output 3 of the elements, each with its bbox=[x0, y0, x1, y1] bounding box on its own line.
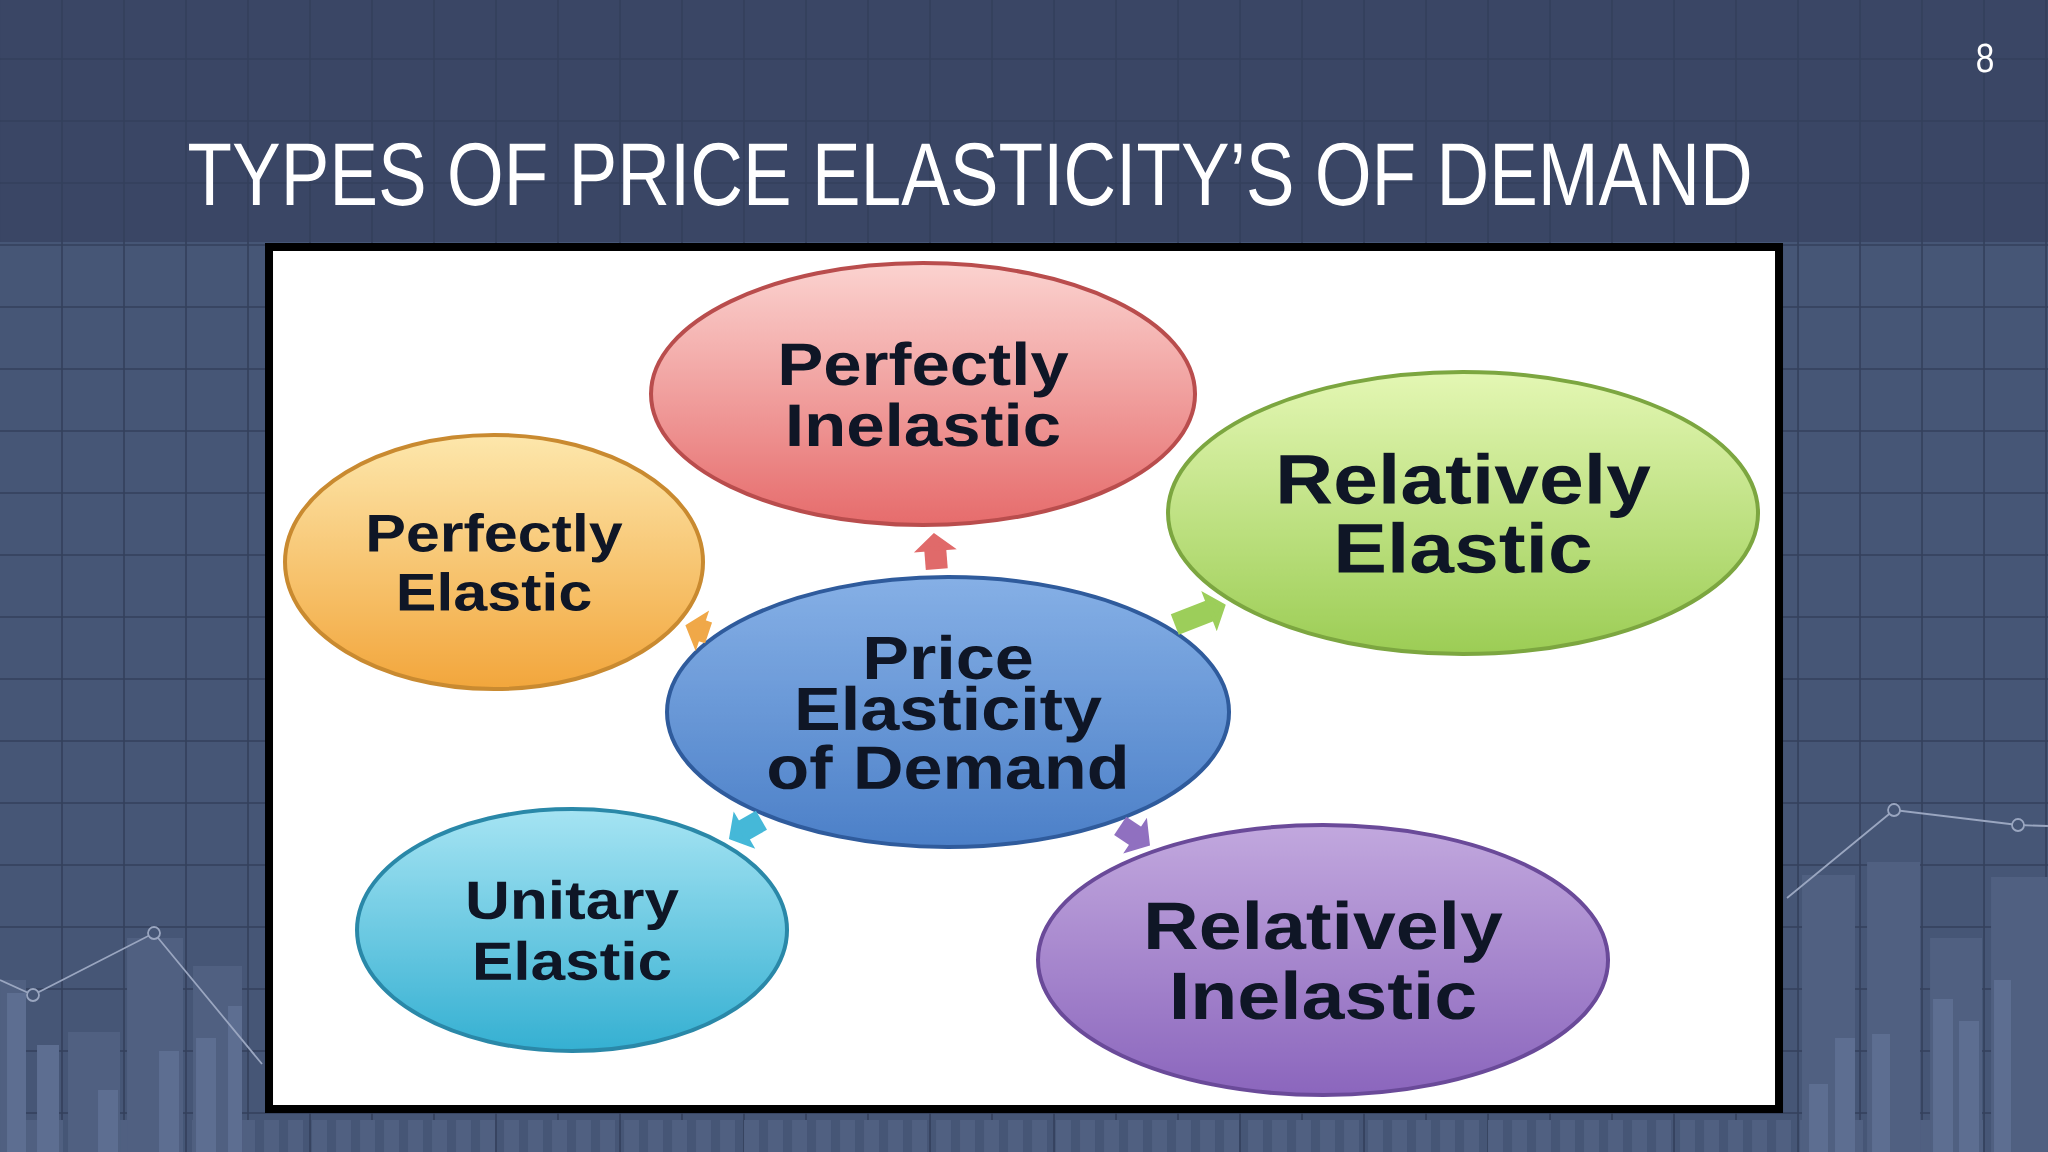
slide-title: TYPES OF PRICE ELASTICITY’S OF DEMAND bbox=[189, 142, 1750, 206]
page-number: 8 bbox=[1977, 43, 1993, 73]
block-arrow bbox=[1170, 591, 1226, 635]
